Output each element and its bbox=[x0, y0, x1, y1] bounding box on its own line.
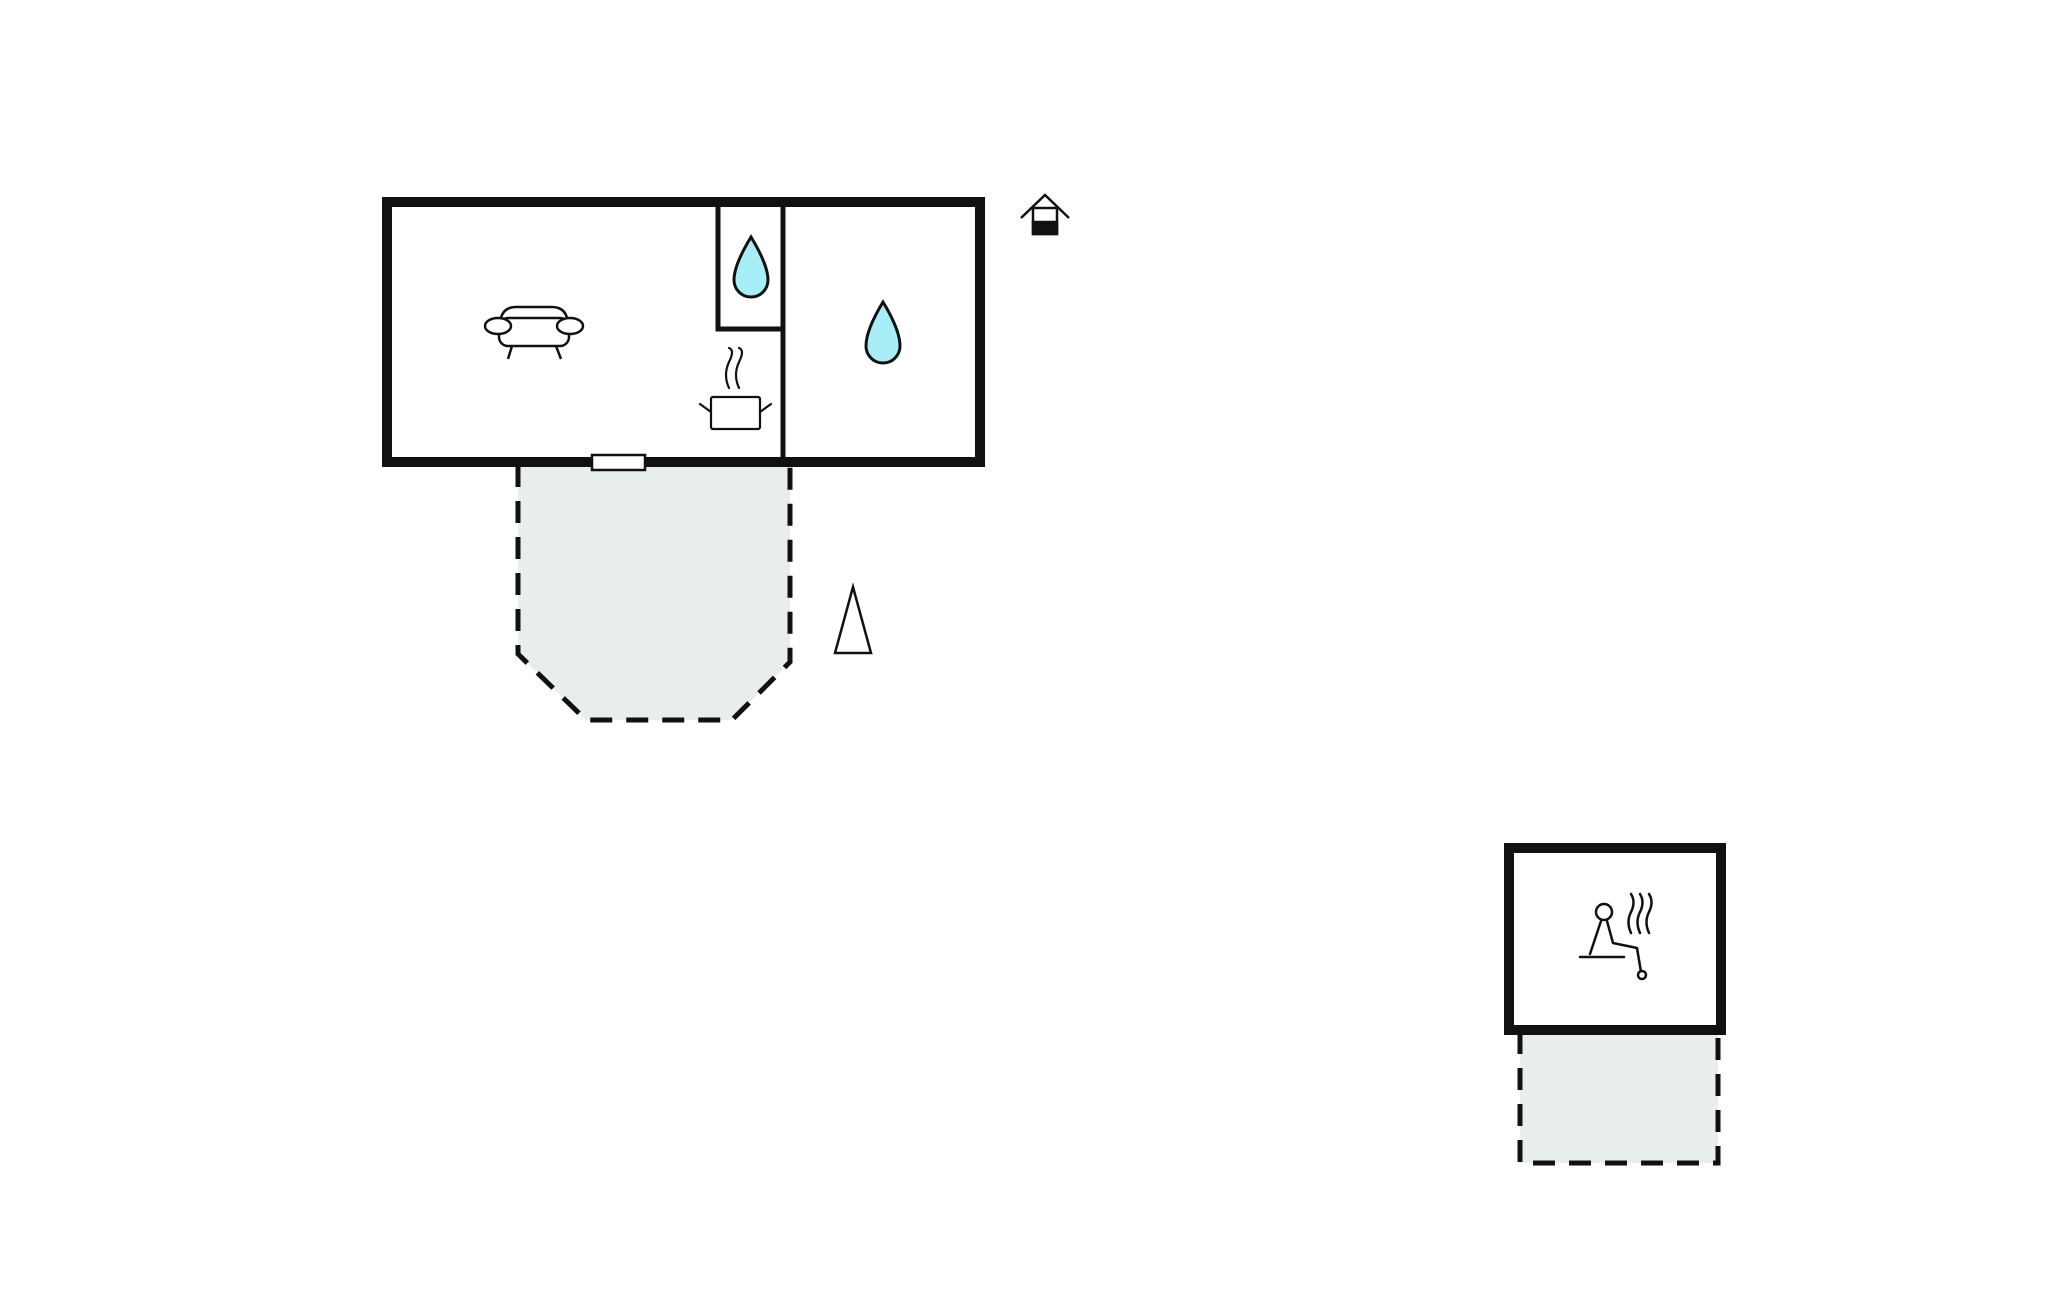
water-drop-icon bbox=[864, 299, 902, 365]
water-drop-icon bbox=[732, 234, 770, 299]
main-house-outer-wall bbox=[382, 197, 985, 467]
sofa-icon bbox=[483, 305, 585, 360]
terrace-main-outline bbox=[515, 465, 793, 723]
north-arrow-icon bbox=[833, 582, 873, 655]
terrace-main bbox=[515, 465, 793, 723]
terrace-sauna bbox=[1517, 1032, 1721, 1166]
wall-toilet-cubicle bbox=[715, 202, 783, 332]
house-entrance-icon bbox=[1020, 193, 1070, 236]
terrace-main-fill bbox=[518, 465, 790, 720]
sauna-icon bbox=[1578, 892, 1653, 981]
terrace-sauna-outline bbox=[1517, 1032, 1721, 1166]
sauna-wall bbox=[1504, 843, 1726, 1035]
terrace-sauna-fill bbox=[1520, 1032, 1718, 1163]
cooking-pot-icon bbox=[698, 346, 773, 431]
entrance-door bbox=[590, 453, 647, 472]
main-house bbox=[382, 197, 985, 472]
